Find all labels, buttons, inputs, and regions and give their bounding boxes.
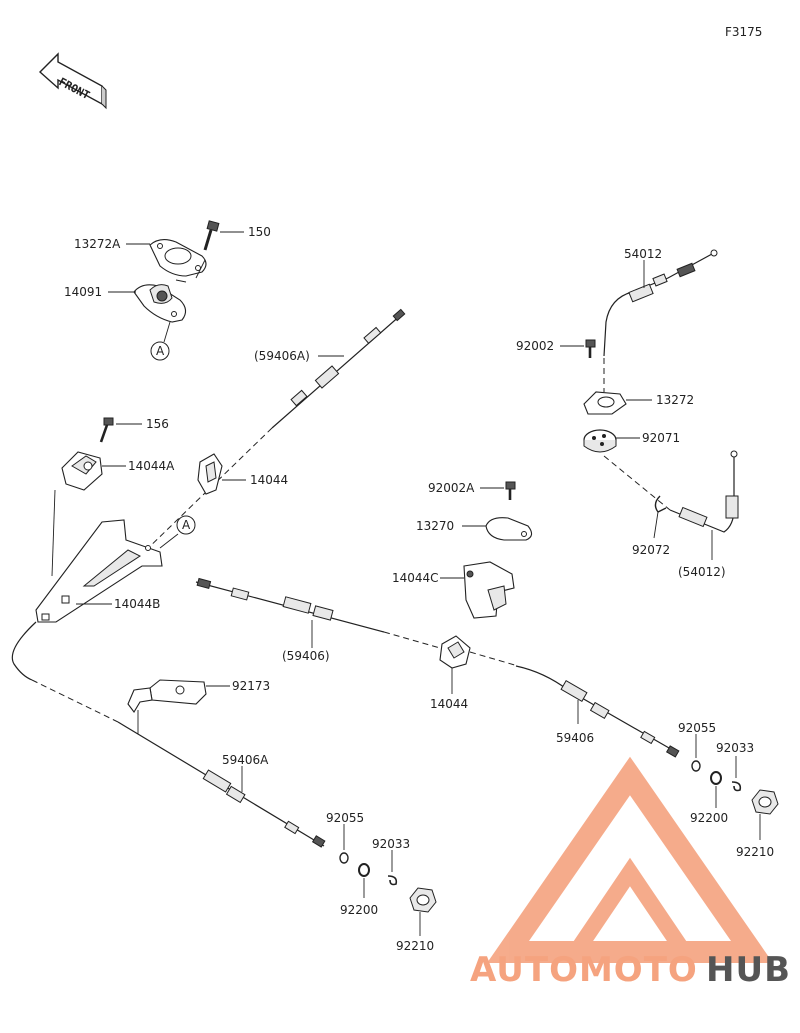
label-150: 150 xyxy=(248,225,271,239)
clip-92033-left xyxy=(387,875,398,886)
label-92002: 92002 xyxy=(516,339,554,353)
label-92055-left: 92055 xyxy=(326,811,364,825)
boot-14091 xyxy=(133,284,187,323)
label-92055-right: 92055 xyxy=(678,721,716,735)
watermark-auto-text: AUTOMOTO xyxy=(470,950,698,990)
gasket-13270 xyxy=(485,517,533,541)
label-14091: 14091 xyxy=(64,285,102,299)
nut-92210-left xyxy=(409,887,437,913)
oring-92055-left xyxy=(339,852,349,864)
bolt-150 xyxy=(203,220,220,251)
ref-marker-a-bracket xyxy=(176,515,196,535)
label-92033-left: 92033 xyxy=(372,837,410,851)
label-156: 156 xyxy=(146,417,169,431)
bracket-14044B xyxy=(35,519,163,623)
label-92002A: 92002A xyxy=(428,481,475,495)
gasket-13272A xyxy=(149,239,207,277)
front-arrow-icon: FRONT xyxy=(38,52,107,110)
label-92210-left: 92210 xyxy=(396,939,434,953)
ref-marker-a-top xyxy=(150,341,170,361)
label-14044C: 14044C xyxy=(392,571,439,585)
label-92200-left: 92200 xyxy=(340,903,378,917)
label-13270: 13270 xyxy=(416,519,454,533)
figure-code: F3175 xyxy=(725,25,762,39)
label-59406-paren: (59406) xyxy=(282,649,330,663)
label-92200-right: 92200 xyxy=(690,811,728,825)
washer-92200-left xyxy=(358,863,370,877)
label-14044A: 14044A xyxy=(128,459,175,473)
label-92033-right: 92033 xyxy=(716,741,754,755)
bolt-92002A xyxy=(505,481,516,500)
ref-marker-a-top-label: A xyxy=(156,344,165,358)
bolt-156 xyxy=(99,417,114,443)
label-13272A: 13272A xyxy=(74,237,121,251)
oring-92055-right xyxy=(691,760,701,772)
clamp-92072 xyxy=(654,495,667,513)
washer-92200-right xyxy=(710,771,722,785)
label-92210-right: 92210 xyxy=(736,845,774,859)
bracket-92173 xyxy=(127,679,207,713)
cable-59406-middle xyxy=(195,577,385,633)
label-59406A-bottom: 59406A xyxy=(222,753,269,767)
cable-59406-right xyxy=(515,665,680,758)
label-92071: 92071 xyxy=(642,431,680,445)
label-54012-paren: (54012) xyxy=(678,565,726,579)
cable-54012-lower xyxy=(669,450,739,533)
label-14044-top: 14044 xyxy=(250,473,288,487)
clamp-14044A xyxy=(61,451,103,491)
ref-marker-a-bracket-label: A xyxy=(182,518,191,532)
label-92072: 92072 xyxy=(632,543,670,557)
label-13272: 13272 xyxy=(656,393,694,407)
label-14044B: 14044B xyxy=(114,597,160,611)
plate-13272 xyxy=(583,391,627,415)
grommet-92071 xyxy=(583,429,617,453)
label-59406: 59406 xyxy=(556,731,594,745)
label-92173: 92173 xyxy=(232,679,270,693)
nut-92210-right xyxy=(751,789,779,815)
watermark-hub-text: HUB xyxy=(706,950,791,990)
cable-59406A-upper xyxy=(271,308,406,429)
clip-14044-middle xyxy=(439,635,471,669)
cable-54012-upper xyxy=(603,249,718,357)
label-59406A-top: (59406A) xyxy=(254,349,310,363)
label-14044-middle: 14044 xyxy=(430,697,468,711)
cable-59406A-lower xyxy=(117,721,326,848)
watermark-logo xyxy=(486,756,774,963)
bracket-14044C xyxy=(463,561,515,619)
label-54012: 54012 xyxy=(624,247,662,261)
bolt-92002 xyxy=(585,339,596,358)
clip-92033-right xyxy=(731,781,742,792)
clip-14044-top xyxy=(197,453,223,495)
